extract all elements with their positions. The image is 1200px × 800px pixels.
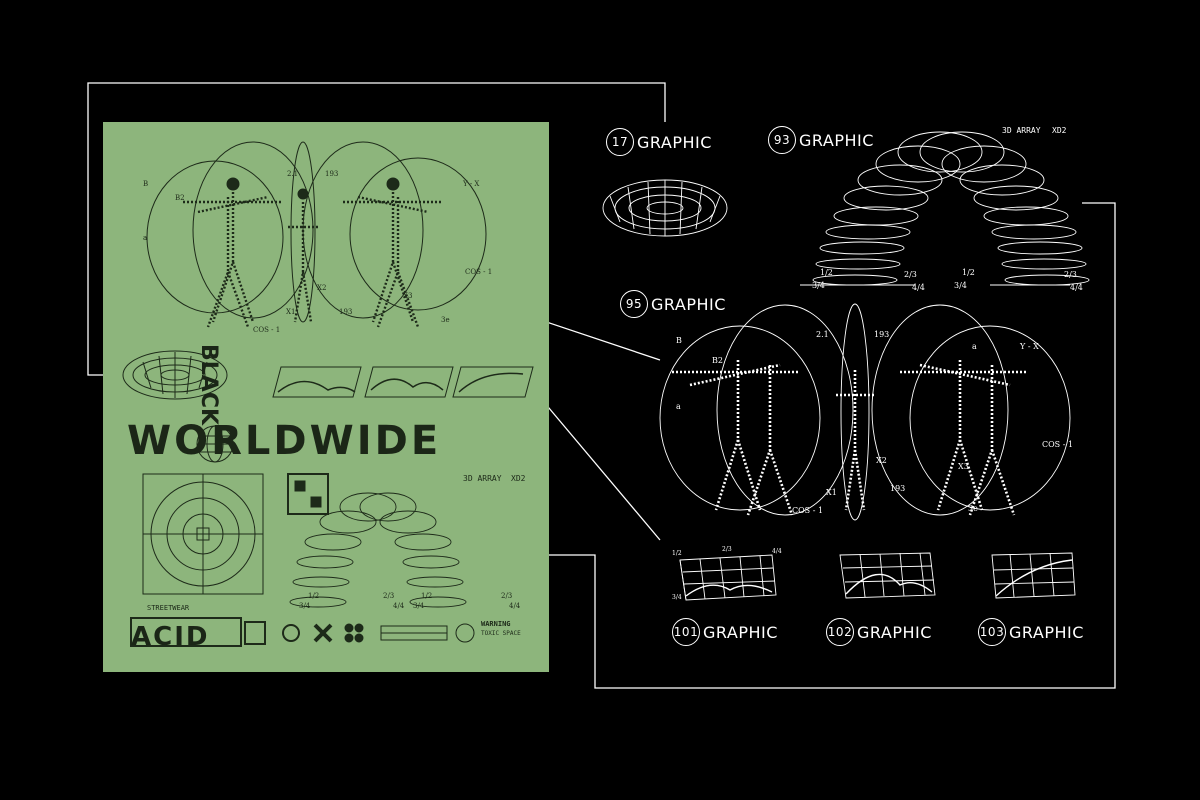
slinky-graphic [800,131,1090,286]
poster-warning-label: WARNING [481,620,511,628]
detail-coord: a [676,402,681,411]
detail-coord: X2 [876,456,887,465]
sphere [349,157,487,311]
poster-coord: a [395,180,400,188]
detail-coord: B [676,336,682,345]
surface-graphic-101 [679,554,777,601]
poster-coord: B [143,180,149,188]
poster-fraction: 1/2 [421,592,433,600]
graphic-number-badge: 102 [826,618,854,646]
graphic-label-text: GRAPHIC [1009,622,1084,642]
detail-fraction: 3/4 [954,281,967,290]
poster-fraction: 2/3 [501,592,513,600]
detail-fraction: 1/2 [820,268,833,277]
graphic-label-text: GRAPHIC [799,130,874,150]
poster-street-label: STREETWEAR [147,604,190,612]
graphic-number-badge: 93 [768,126,796,154]
poster-coord: X3 [403,292,413,300]
poster-coord: 2.1 [287,170,299,178]
detail-coord: X1 [826,488,837,497]
detail-coord: B2 [712,356,723,365]
detail-coord: COS - 1 [1042,440,1074,449]
poster-coord: 193 [325,170,339,178]
detail-coord: COS - 1 [792,506,824,515]
graphic-label-93: 93 GRAPHIC [768,126,874,154]
poster: WORLDWIDE BLACK ACID 3D ARRAY XD2 WARNIN… [103,122,549,672]
graphic-label-text: GRAPHIC [651,294,726,314]
torus-graphic [602,179,728,237]
graphic-label-17: 17 GRAPHIC [606,128,712,156]
poster-coord: B2 [175,194,185,202]
detail-coord: 2.1 [816,330,829,339]
surface-fraction: 3/4 [672,594,682,601]
graphic-label-text: GRAPHIC [637,132,712,152]
detail-coord: 193 [890,484,906,493]
graphic-label-101: 101 GRAPHIC [672,618,778,646]
graphic-number-badge: 17 [606,128,634,156]
poster-coord: Y - X [463,180,480,188]
poster-warning-sub: TOXIC SPACE [481,630,521,637]
poster-coord: 193 [339,308,353,316]
poster-coord: X1 [286,308,296,316]
detail-array-label: 3D ARRAY [1002,126,1041,135]
poster-fraction: 2/3 [383,592,395,600]
graphic-label-text: GRAPHIC [857,622,932,642]
detail-fraction: 4/4 [1070,283,1083,292]
poster-fraction: 3/4 [299,602,311,610]
surface-graphic-102 [839,552,936,599]
poster-fraction: 1/2 [308,592,320,600]
poster-coord: a [143,234,148,242]
poster-array-label: 3D ARRAY [463,474,502,483]
poster-array-code: XD2 [511,474,526,483]
graphic-number-badge: 95 [620,290,648,318]
poster-fraction: 4/4 [393,602,405,610]
poster-wordmark: WORLDWIDE [127,418,442,464]
graphic-number-badge: 101 [672,618,700,646]
detail-fraction: 4/4 [912,283,925,292]
detail-fraction: 2/3 [1064,270,1077,279]
detail-coord: 193 [874,330,890,339]
sphere [192,141,314,319]
detail-coord: Y - X [1020,342,1039,351]
poster-brand-word: ACID [131,622,210,652]
detail-coord: a [972,342,977,351]
graphic-label-95: 95 GRAPHIC [620,290,726,318]
poster-coord: 3e [441,316,450,324]
graphic-label-103: 103 GRAPHIC [978,618,1084,646]
poster-artwork [122,141,534,647]
detail-array-code: XD2 [1052,126,1067,135]
poster-coord: COS - 1 [253,326,281,334]
sphere [290,141,316,323]
vitruvian-graphic [659,303,1071,521]
detail-fraction: 2/3 [904,270,917,279]
detail-coord: X3 [958,462,969,471]
detail-fraction: 3/4 [812,281,825,290]
poster-coord: X2 [317,284,327,292]
detail-coord: 3e [968,504,978,513]
poster-fraction: 4/4 [509,602,521,610]
poster-fraction: 3/4 [413,602,425,610]
surface-fraction: 4/4 [772,548,782,555]
surface-fraction: 1/2 [672,550,682,557]
graphic-label-102: 102 GRAPHIC [826,618,932,646]
detail-fraction: 1/2 [962,268,975,277]
graphic-number-badge: 103 [978,618,1006,646]
surface-fraction: 2/3 [722,546,732,553]
poster-coord: COS - 1 [465,268,493,276]
graphic-label-text: GRAPHIC [703,622,778,642]
surface-graphic-103 [991,552,1076,599]
